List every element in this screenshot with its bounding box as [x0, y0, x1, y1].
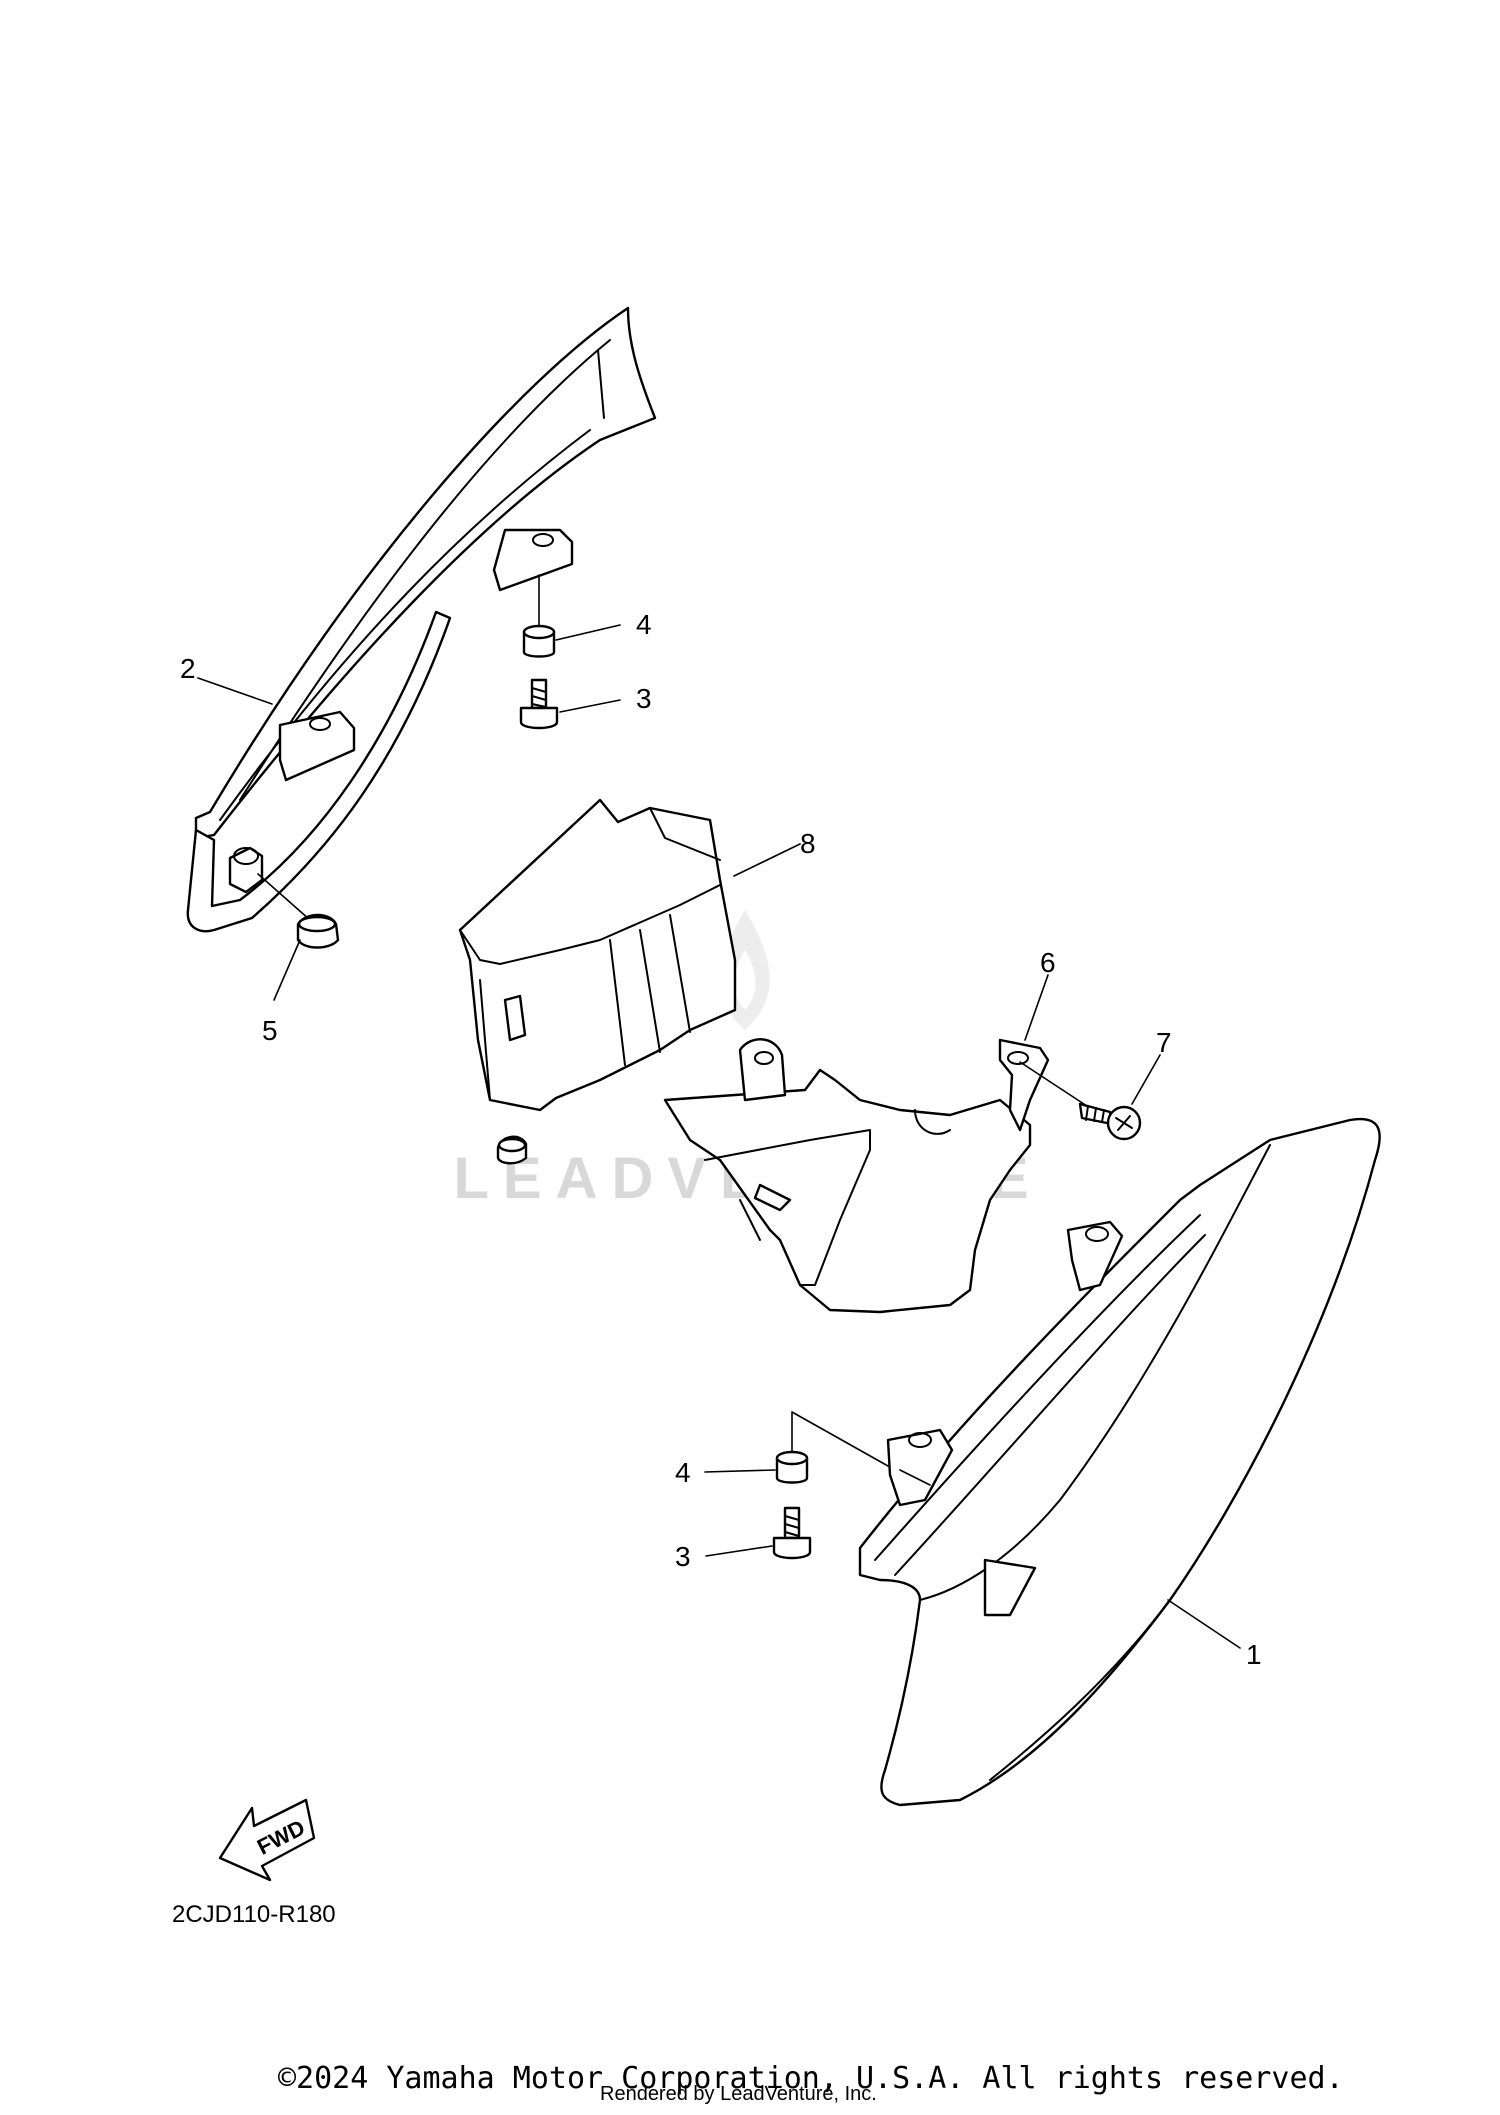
- rendered-by-credit: Rendered by LeadVenture, Inc.: [600, 2083, 877, 2105]
- part-5-grommet: [257, 873, 340, 949]
- forward-direction-arrow-icon: FWD: [218, 1798, 316, 1882]
- part-4-collar-top: [522, 574, 556, 658]
- callout-7: 7: [1156, 1027, 1172, 1058]
- callout-1: 1: [1246, 1639, 1262, 1670]
- part-3-bolt-bottom: [772, 1506, 812, 1560]
- callout-3-top: 3: [636, 683, 652, 714]
- callout-5: 5: [262, 1015, 278, 1046]
- part-6-center-cover: [663, 1038, 1050, 1314]
- part-3-bolt-top: [519, 678, 559, 730]
- copyright-notice: ©2024 Yamaha Motor Corporation, U.S.A. A…: [278, 2061, 1344, 2096]
- part-7-screw: [1019, 1061, 1142, 1141]
- callout-2: 2: [180, 653, 196, 684]
- callout-4-bottom: 4: [675, 1457, 691, 1488]
- callout-4-top: 4: [636, 609, 652, 640]
- callout-8: 8: [800, 828, 816, 859]
- diagram-code: 2CJD110-R180: [172, 1901, 336, 1928]
- leader-lines: [197, 624, 1241, 1649]
- callout-6: 6: [1040, 947, 1056, 978]
- callout-3-bottom: 3: [675, 1541, 691, 1572]
- part-8-battery-box: [458, 798, 737, 1165]
- part-2-side-cover-left: [186, 306, 657, 933]
- callout-labels: 2 4 3 5 8 6 7 4 3 1: [180, 609, 1262, 1670]
- part-4-collar-bottom: [775, 1411, 889, 1484]
- part-1-side-cover-right: [858, 1117, 1381, 1807]
